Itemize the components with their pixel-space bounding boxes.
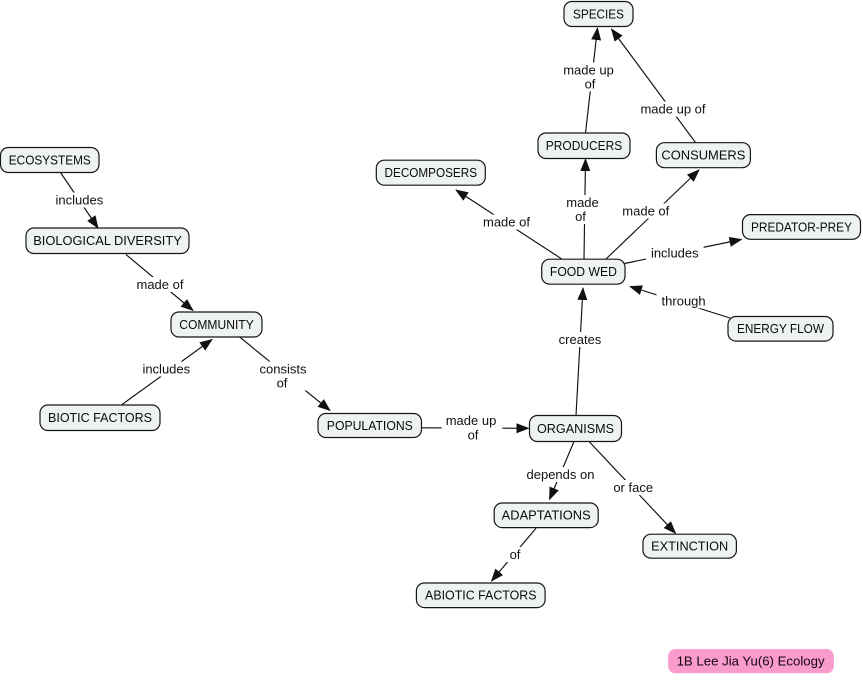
svg-text:of: of (468, 428, 479, 443)
svg-text:depends on: depends on (527, 467, 595, 482)
svg-text:made up: made up (563, 63, 614, 78)
svg-text:includes: includes (56, 193, 104, 208)
svg-text:of: of (585, 77, 596, 92)
svg-text:made: made (566, 195, 599, 210)
svg-text:DECOMPOSERS: DECOMPOSERS (385, 166, 478, 180)
svg-text:includes: includes (142, 362, 190, 377)
svg-text:made of: made of (622, 204, 669, 219)
svg-text:made of: made of (137, 277, 184, 292)
svg-text:creates: creates (559, 332, 602, 347)
svg-text:BIOLOGICAL DIVERSITY: BIOLOGICAL DIVERSITY (33, 234, 182, 248)
svg-text:consists: consists (260, 362, 307, 377)
svg-text:or face: or face (613, 480, 653, 495)
svg-text:of: of (510, 547, 521, 562)
svg-text:of: of (277, 376, 288, 391)
svg-text:PRODUCERS: PRODUCERS (546, 139, 623, 153)
svg-text:COMMUNITY: COMMUNITY (179, 318, 254, 332)
svg-text:ENERGY FLOW: ENERGY FLOW (737, 322, 824, 336)
svg-text:PREDATOR-PREY: PREDATOR-PREY (751, 220, 853, 234)
svg-text:ECOSYSTEMS: ECOSYSTEMS (9, 153, 91, 167)
svg-text:EXTINCTION: EXTINCTION (651, 540, 728, 554)
svg-text:1B Lee Jia Yu(6) Ecology: 1B Lee Jia Yu(6) Ecology (677, 654, 825, 669)
svg-text:includes: includes (651, 246, 699, 261)
svg-text:CONSUMERS: CONSUMERS (661, 149, 745, 163)
svg-text:ADAPTATIONS: ADAPTATIONS (502, 509, 591, 523)
svg-text:made of: made of (483, 215, 530, 230)
svg-text:made up of: made up of (640, 102, 705, 117)
svg-text:POPULATIONS: POPULATIONS (327, 419, 413, 433)
svg-text:ORGANISMS: ORGANISMS (537, 422, 614, 436)
svg-text:BIOTIC FACTORS: BIOTIC FACTORS (48, 411, 152, 425)
svg-text:ABIOTIC FACTORS: ABIOTIC FACTORS (425, 589, 537, 603)
svg-text:through: through (662, 293, 706, 308)
svg-text:of: of (575, 209, 586, 224)
svg-text:FOOD WED: FOOD WED (550, 265, 617, 279)
svg-text:SPECIES: SPECIES (573, 7, 624, 21)
svg-text:made up: made up (446, 413, 497, 428)
